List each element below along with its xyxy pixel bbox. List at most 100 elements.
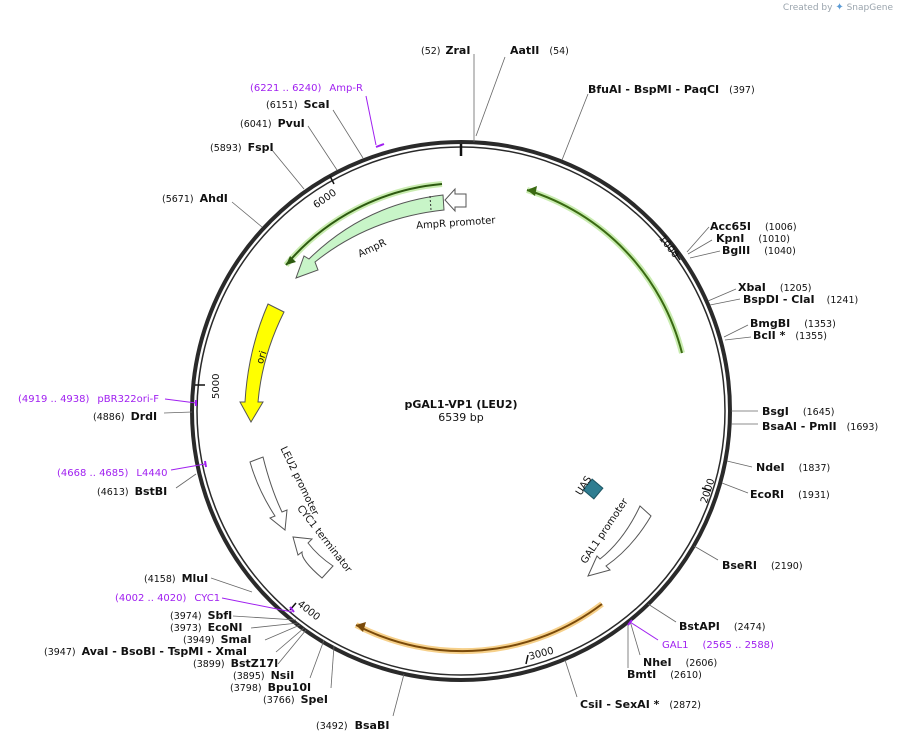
site-avai[interactable]: (3947)AvaI - BsoBI - TspMI - XmaI xyxy=(44,645,247,658)
site-nsii[interactable]: (3895)NsiI xyxy=(233,669,294,682)
orf-green-arc xyxy=(526,189,683,354)
site-line-bfuai xyxy=(561,93,589,161)
tick-5000: 5000 xyxy=(211,374,222,399)
site-bfuai[interactable]: BfuAI - BspMI - PaqCI(397) xyxy=(588,83,755,96)
site-line-acc65i xyxy=(686,226,710,253)
site-line-bmgbi xyxy=(723,324,749,338)
ampr-orf-arc xyxy=(285,183,443,266)
site-scai[interactable]: (6151)ScaI xyxy=(266,98,330,111)
site-line-bpu10i xyxy=(309,639,325,679)
site-bseri[interactable]: BseRI(2190) xyxy=(722,559,803,572)
site-aatii[interactable]: AatII(54) xyxy=(510,44,569,57)
site-bstapi[interactable]: BstAPI(2474) xyxy=(679,620,765,633)
site-bsaai[interactable]: BsaAI - PmlI(1693) xyxy=(762,420,878,433)
primer-line-pbr322 xyxy=(164,398,197,404)
site-line-bstbi xyxy=(175,473,197,489)
orf-orange-arrowhead xyxy=(356,622,366,632)
site-bpu10i[interactable]: (3798)Bpu10I xyxy=(230,681,311,694)
site-line-drdi xyxy=(163,411,193,414)
site-line-xbai xyxy=(707,288,737,302)
site-nhei[interactable]: NheI(2606) xyxy=(643,656,717,669)
site-xbai[interactable]: XbaI(1205) xyxy=(738,281,811,294)
site-fspi[interactable]: (5893)FspI xyxy=(210,141,274,154)
site-bstbi[interactable]: (4613)BstBI xyxy=(97,485,167,498)
site-line-avai xyxy=(264,624,301,641)
tick-3000: 3000 xyxy=(528,646,555,663)
orf-green-glow xyxy=(526,187,685,354)
site-line-kpni xyxy=(687,239,713,255)
site-ahdi[interactable]: (5671)AhdI xyxy=(162,192,228,205)
ampr-promoter-label: AmpR promoter xyxy=(416,215,497,232)
snapgene-brand: Created by ✦ SnapGene xyxy=(783,2,893,13)
site-line-bseri xyxy=(693,545,719,561)
site-line-bsabi xyxy=(392,673,405,717)
primers: (6221 .. 6240)Amp-R (4919 .. 4938)pBR322… xyxy=(18,83,774,651)
primer-pbr322ori-f[interactable]: (4919 .. 4938)pBR322ori-F xyxy=(18,394,159,405)
site-line-csii xyxy=(564,659,578,698)
site-mlui[interactable]: (4158)MluI xyxy=(144,572,208,585)
tick-6000-mark xyxy=(329,175,335,185)
ampr-label: AmpR xyxy=(356,237,388,260)
site-bmti[interactable]: BmtI(2610) xyxy=(627,668,702,681)
leu2-promoter-feature[interactable] xyxy=(249,456,288,531)
orf-green-arrowhead xyxy=(527,186,537,196)
site-line-sbfi xyxy=(232,615,297,621)
plasmid-size: 6539 bp xyxy=(438,411,483,424)
site-bstz17i[interactable]: (3899)BstZ17I xyxy=(193,657,278,670)
site-acc65i[interactable]: Acc65I(1006) xyxy=(710,220,797,233)
primer-mark-gal1 xyxy=(627,619,633,626)
plasmid-name: pGAL1-VP1 (LEU2) xyxy=(404,398,517,411)
tick-1000-mark xyxy=(674,251,681,261)
site-smai[interactable]: (3949)SmaI xyxy=(183,633,252,646)
site-line-nsii xyxy=(277,629,307,665)
primer-mark-l4440 xyxy=(204,460,207,468)
site-bsabi[interactable]: (3492)BsaBI xyxy=(316,719,389,732)
uas-feature[interactable] xyxy=(582,478,604,500)
site-kpni[interactable]: KpnI(1010) xyxy=(716,232,790,245)
site-bsgi[interactable]: BsgI(1645) xyxy=(762,405,835,418)
ori-feature[interactable] xyxy=(239,303,285,424)
primer-mark-cyc1 xyxy=(289,606,295,613)
site-bspdi[interactable]: BspDI - ClaI(1241) xyxy=(743,293,858,306)
primer-amp-r[interactable]: (6221 .. 6240)Amp-R xyxy=(250,83,363,94)
tick-2000-mark xyxy=(701,487,712,492)
site-line-mlui xyxy=(210,577,253,593)
primer-line-cyc1 xyxy=(221,597,293,613)
primer-cyc1[interactable]: (4002 .. 4020)CYC1 xyxy=(115,593,220,604)
site-econi[interactable]: (3973)EcoNI xyxy=(170,621,242,634)
ampr-promoter-feature[interactable] xyxy=(444,187,467,213)
cyc1-terminator-feature[interactable] xyxy=(292,536,334,579)
primer-line-gal1 xyxy=(629,621,659,641)
tick-3000-mark xyxy=(525,654,529,665)
gal1-promoter-feature[interactable] xyxy=(587,505,652,577)
site-drdi[interactable]: (4886)DrdI xyxy=(93,410,157,423)
site-zrai[interactable]: (52)ZraI xyxy=(421,44,470,57)
ampr-feature[interactable] xyxy=(295,194,445,279)
ampr-orf-arrowhead xyxy=(286,256,296,265)
tick-1000: 1000 xyxy=(656,234,680,261)
site-line-bcli xyxy=(724,336,752,341)
primer-gal1[interactable]: GAL1(2565 .. 2588) xyxy=(662,640,774,651)
orf-orange-arc xyxy=(355,603,603,653)
site-line-bstapi xyxy=(647,603,677,623)
backbone-outer xyxy=(190,140,732,682)
site-sbfi[interactable]: (3974)SbfI xyxy=(170,609,232,622)
site-ecori[interactable]: EcoRI(1931) xyxy=(750,488,830,501)
brand-prefix: Created by xyxy=(782,3,833,13)
site-line-ecori xyxy=(721,482,749,494)
site-pvui[interactable]: (6041)PvuI xyxy=(240,117,305,130)
site-ndei[interactable]: NdeI(1837) xyxy=(756,461,830,474)
site-bglii[interactable]: BglII(1040) xyxy=(722,244,796,257)
site-bmgbi[interactable]: BmgBI(1353) xyxy=(750,317,836,330)
primer-line-l4440 xyxy=(170,463,206,471)
site-csii[interactable]: CsiI - SexAI *(2872) xyxy=(580,698,701,711)
site-line-bglii xyxy=(689,250,721,259)
site-line-bspdi xyxy=(709,298,741,306)
site-bcli[interactable]: BclI *(1355) xyxy=(753,329,827,342)
site-spei[interactable]: (3766)SpeI xyxy=(263,693,328,706)
site-line-ahdi xyxy=(231,201,263,228)
site-line-fspi xyxy=(271,149,305,190)
primer-mark-ampr xyxy=(375,143,385,148)
site-line-ndei xyxy=(726,460,753,468)
primer-l4440[interactable]: (4668 .. 4685)L4440 xyxy=(57,468,167,479)
